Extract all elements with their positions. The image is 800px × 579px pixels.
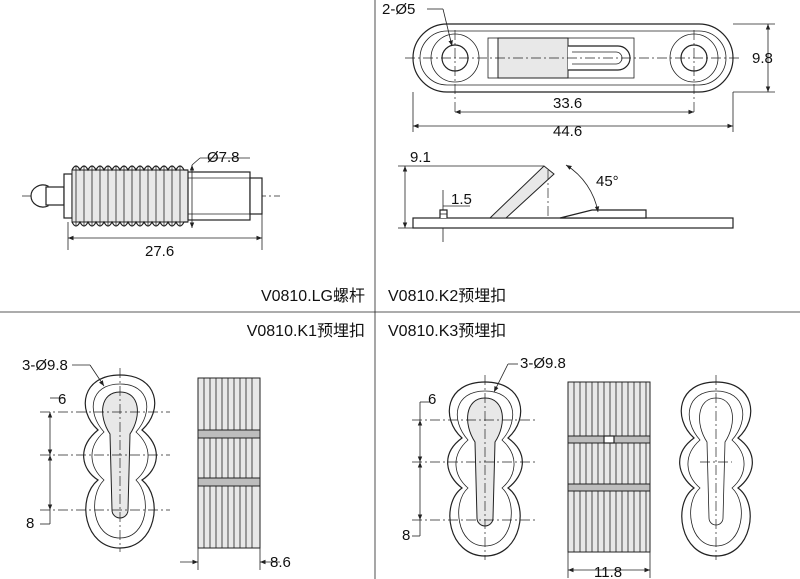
k2-height-dim: 9.8 xyxy=(752,50,773,67)
k2-rise-dim: 9.1 xyxy=(410,149,431,166)
k3-side-view xyxy=(567,381,651,578)
k3-top-dim: 6 xyxy=(428,391,436,408)
k1-caption: V0810.K1预埋扣 xyxy=(247,322,365,340)
k3-caption: V0810.K3预埋扣 xyxy=(388,322,506,340)
k1-front-view xyxy=(40,364,170,552)
k3-back-view xyxy=(679,375,753,560)
k1-side-view xyxy=(180,377,280,570)
k2-length-dim: 44.6 xyxy=(553,123,582,140)
k2-holes-dim: 2-Ø5 xyxy=(382,1,415,18)
k3-bottom-dim: 8 xyxy=(402,527,410,544)
k2-angle-dim: 45° xyxy=(596,173,619,190)
lg-diameter-dim: Ø7.8 xyxy=(207,149,240,166)
k2-side-view xyxy=(398,164,734,242)
k2-pitch-dim: 33.6 xyxy=(553,95,582,112)
k2-top-view xyxy=(405,8,775,132)
k2-thickness-dim: 1.5 xyxy=(451,191,472,208)
k1-width-dim: 8.6 xyxy=(270,554,291,571)
lg-caption: V0810.LG螺杆 xyxy=(261,287,365,305)
lg-screw-drawing xyxy=(22,157,280,250)
k3-holes-dim: 3-Ø9.8 xyxy=(520,355,566,372)
k2-caption: V0810.K2预埋扣 xyxy=(388,287,506,305)
k1-holes-dim: 3-Ø9.8 xyxy=(22,357,68,374)
k1-top-dim: 6 xyxy=(58,391,66,408)
k1-bottom-dim: 8 xyxy=(26,515,34,532)
k3-width-dim: 11.8 xyxy=(594,564,622,579)
k3-front-view xyxy=(412,363,535,560)
lg-length-dim: 27.6 xyxy=(145,243,174,260)
